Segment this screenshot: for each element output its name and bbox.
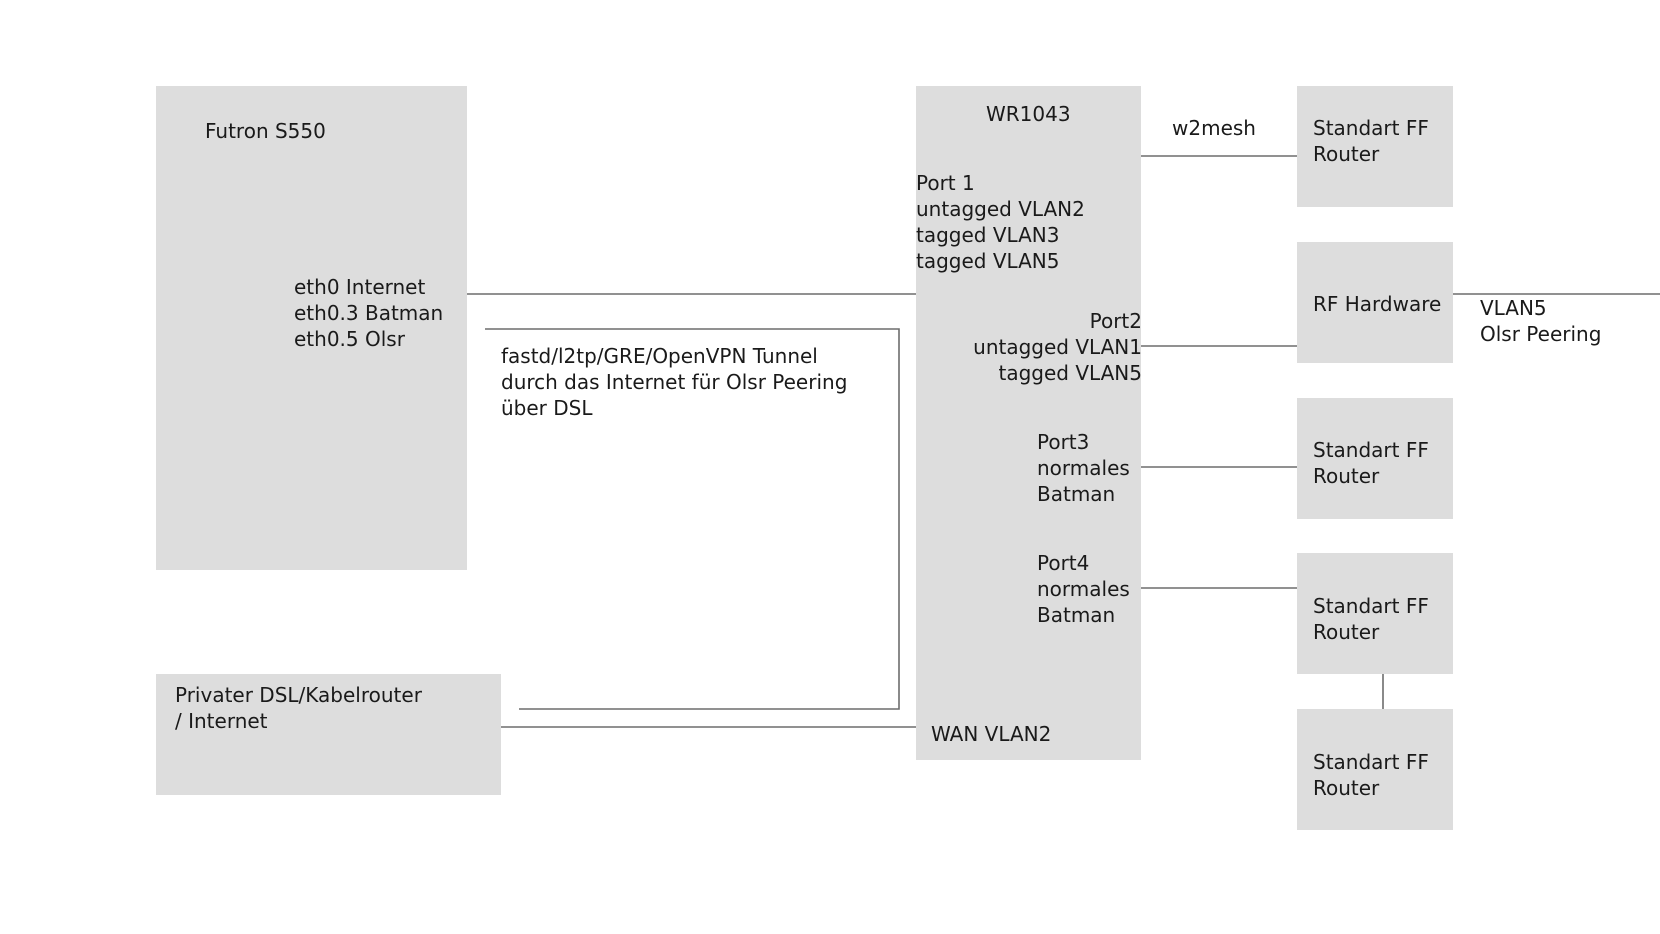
tunnel-label-line-1: fastd/l2tp/GRE/OpenVPN Tunnel (501, 344, 818, 368)
router-top-box (1297, 86, 1453, 207)
port4-label: Port4 (1037, 551, 1090, 575)
rf-hardware-title: RF Hardware (1313, 292, 1442, 316)
futron-interface-eth0-3: eth0.3 Batman (294, 301, 444, 325)
router-top-line-2: Router (1313, 142, 1380, 166)
router-port3-line-1: Standart FF (1313, 438, 1429, 462)
router-port3-box (1297, 398, 1453, 519)
tunnel-label-line-3: über DSL (501, 396, 593, 420)
link-tunnel (485, 328, 900, 710)
router-port4-line-1: Standart FF (1313, 594, 1429, 618)
port3-line-2: normales (1037, 456, 1130, 480)
port1-line-2: untagged VLAN2 (916, 197, 1085, 221)
dsl-router-box (156, 674, 501, 795)
port2-label: Port2 (1089, 309, 1142, 333)
tunnel-label-line-2: durch das Internet für Olsr Peering (501, 370, 848, 394)
futron-title: Futron S550 (205, 119, 326, 143)
router-top-line-1: Standart FF (1313, 116, 1429, 140)
port2-line-2: untagged VLAN1 (973, 335, 1142, 359)
port1-line-3: tagged VLAN3 (916, 223, 1060, 247)
port1-label: Port 1 (916, 171, 975, 195)
wr1043-title: WR1043 (986, 102, 1071, 126)
router-bottom-line-1: Standart FF (1313, 750, 1429, 774)
futron-interface-eth0-5: eth0.5 Olsr (294, 327, 405, 351)
port1-line-4: tagged VLAN5 (916, 249, 1060, 273)
vlan5-label-line-1: VLAN5 (1480, 296, 1547, 320)
port3-label: Port3 (1037, 430, 1090, 454)
w2mesh-label: w2mesh (1172, 116, 1256, 140)
wan-label: WAN VLAN2 (931, 722, 1052, 746)
port2-line-3: tagged VLAN5 (998, 361, 1143, 385)
router-bottom-box (1297, 709, 1453, 830)
dsl-router-title-line-2: / Internet (175, 709, 268, 733)
router-port4-box (1297, 553, 1453, 674)
router-port3-line-2: Router (1313, 464, 1380, 488)
port4-line-3: Batman (1037, 603, 1116, 627)
wr1043-box (916, 86, 1141, 760)
router-bottom-line-2: Router (1313, 776, 1380, 800)
port3-line-3: Batman (1037, 482, 1116, 506)
futron-s550-box (156, 86, 467, 570)
vlan5-label-line-2: Olsr Peering (1480, 322, 1602, 346)
futron-interface-eth0: eth0 Internet (294, 275, 426, 299)
rf-hardware-box (1297, 242, 1453, 363)
dsl-router-title-line-1: Privater DSL/Kabelrouter (175, 683, 422, 707)
port4-line-2: normales (1037, 577, 1130, 601)
router-port4-line-2: Router (1313, 620, 1380, 644)
